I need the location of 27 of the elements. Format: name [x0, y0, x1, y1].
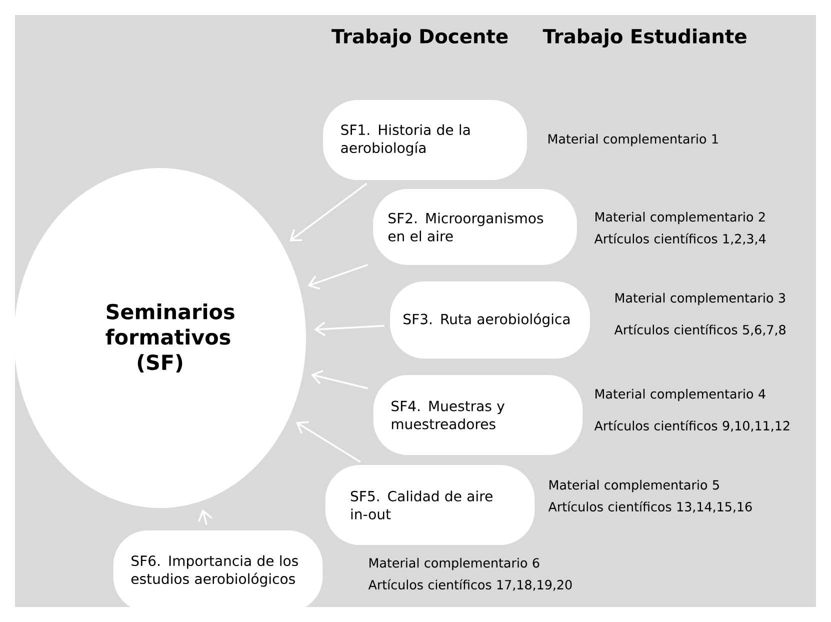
- arrow: [296, 421, 361, 463]
- blob-node: SF1. Historia de la aerobiología: [323, 100, 527, 180]
- side-note: Material complementario 4: [596, 388, 766, 402]
- arrow: [314, 322, 384, 336]
- blob-node: SF5. Calidad de aire in-out: [325, 465, 535, 545]
- arrow: [198, 509, 212, 526]
- blob-node: SF2. Microorganismos en el aire: [373, 189, 577, 265]
- column-heading: Trabajo Docente: [332, 28, 508, 48]
- blob-node: SF3. Ruta aerobiológica: [390, 281, 590, 359]
- arrow: [308, 264, 368, 290]
- side-note: Material complementario 1: [548, 134, 718, 146]
- blob-node: SF4. Muestras y muestreadores: [373, 375, 583, 455]
- column-heading: Trabajo Estudiante: [542, 28, 746, 48]
- circle-node: Seminarios formativos (SF): [14, 168, 306, 508]
- blob-node: SF6. Importancia de los estudios aerobiológicos: [113, 530, 323, 612]
- arrow: [310, 370, 368, 390]
- side-note: Artículos científicos 1,2,3,4: [594, 233, 766, 245]
- side-note: Artículos científicos 17,18,19,20: [368, 579, 572, 591]
- side-note: Material complementario 2: [596, 212, 765, 224]
- side-note: Material complementario 3: [616, 292, 785, 306]
- side-note: Artículos científicos 13,14,15,16: [548, 501, 752, 513]
- node-label: SF6. Importancia de los estudios aerobiológicos: [131, 555, 298, 587]
- side-note: Artículos científicos 5,6,7,8: [614, 324, 786, 336]
- side-note: Material complementario 5: [550, 480, 719, 492]
- side-note: Artículos científicos 9,10,11,12: [594, 420, 790, 432]
- side-note: Material complementario 6: [370, 558, 540, 570]
- arrow: [290, 182, 368, 242]
